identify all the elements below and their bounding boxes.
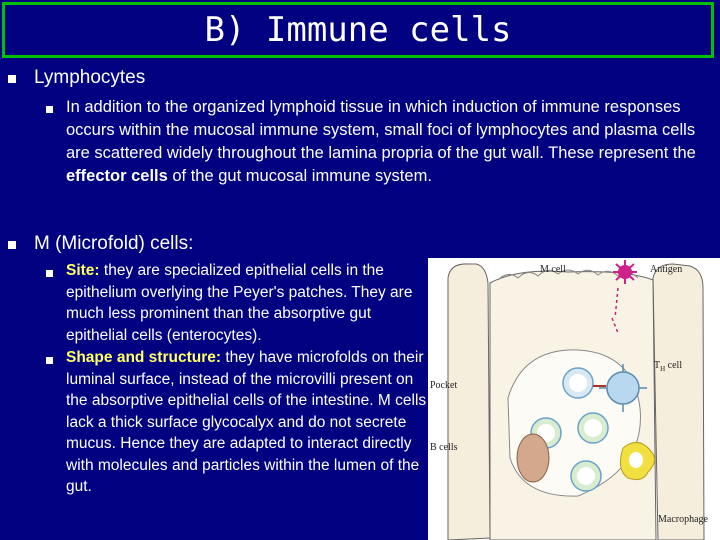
bullet-icon [8, 241, 16, 249]
b-cell-icon [570, 460, 602, 492]
label-macrophage: Macrophage [658, 514, 709, 525]
shape-label: Shape and structure: [66, 349, 222, 366]
label-mcell: M cell [540, 264, 566, 275]
site-text: they are specialized epithelial cells in… [66, 262, 413, 344]
site-label: Site: [66, 262, 100, 279]
page-title: B) Immune cells [204, 10, 512, 50]
th-cell-icon [599, 364, 647, 412]
label-bcells: B cells [430, 442, 458, 453]
b-cell-icon [577, 412, 609, 444]
label-th-cell: TH cell [654, 360, 682, 373]
lymphocytes-text: In addition to the organized lymphoid ti… [66, 98, 696, 162]
shape-paragraph: Shape and structure: they have microfold… [66, 347, 432, 498]
effector-cells-term: effector cells [66, 167, 168, 185]
b-cell-icon [562, 367, 594, 399]
mcell-diagram-svg: M cell Antigen TH cell Pocket B cells Ma… [430, 260, 709, 540]
bullet-icon [46, 106, 53, 113]
title-box: B) Immune cells [2, 2, 714, 58]
bullet-icon [46, 357, 53, 364]
bullet-icon [8, 75, 16, 83]
label-antigen: Antigen [650, 264, 682, 275]
lymphocytes-heading: Lymphocytes [34, 67, 146, 88]
mcells-heading-text: M (Microfold) cells [34, 233, 189, 254]
bullet-icon [46, 270, 53, 277]
label-th-h: H [660, 365, 665, 373]
label-pocket: Pocket [430, 380, 457, 391]
shape-text: they have microfolds on their luminal su… [66, 349, 427, 495]
mcells-heading: M (Microfold) cells: [34, 233, 193, 255]
macrophage-icon [619, 442, 655, 480]
site-paragraph: Site: they are specialized epithelial ce… [66, 260, 428, 346]
lymphocytes-text-end: of the gut mucosal immune system. [167, 167, 432, 185]
mcell-diagram: M cell Antigen TH cell Pocket B cells Ma… [428, 258, 720, 540]
label-th-suffix: cell [665, 360, 682, 371]
mcells-heading-colon: : [188, 233, 194, 254]
antigen-icon [611, 260, 637, 334]
lymphocytes-paragraph: In addition to the organized lymphoid ti… [66, 96, 716, 188]
label-th-t: T [654, 360, 660, 371]
